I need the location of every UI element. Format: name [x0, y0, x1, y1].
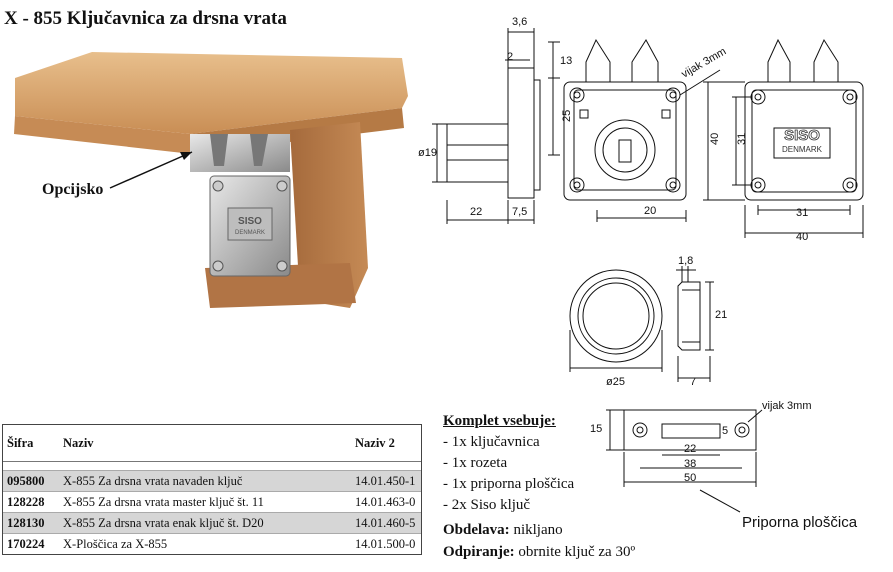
- dim-rosette-dia25: ø25: [606, 376, 625, 388]
- kit-contents: Komplet vsebuje: - 1x ključavnica - 1x r…: [443, 411, 574, 516]
- row-name2: 14.01.463-0: [355, 494, 416, 509]
- page-title: X - 855 Ključavnica za drsna vrata: [4, 8, 287, 29]
- dim-side-3-6: 3,6: [512, 16, 527, 28]
- dim-plate-5: 5: [722, 425, 728, 437]
- opening-label: Odpiranje:: [443, 544, 515, 560]
- header-code: Šifra: [7, 435, 34, 450]
- kit-item: - 2x Siso ključ: [443, 497, 531, 513]
- optional-callout: Opcijsko: [42, 181, 104, 198]
- opening-value: obrnite ključ za 30º: [518, 544, 636, 560]
- dim-front-20: 20: [644, 205, 656, 217]
- dim-back-40v: 40: [709, 133, 721, 145]
- finish-info: Obdelava: nikljano: [443, 522, 563, 539]
- dim-rosette-7: 7: [690, 376, 696, 388]
- row-code: 170224: [7, 536, 45, 551]
- row-code: 095800: [7, 473, 45, 488]
- dim-rosette-1-8: 1,8: [678, 255, 693, 267]
- dim-back-31h: 31: [796, 207, 808, 219]
- dim-side-22: 22: [470, 206, 482, 218]
- photo-brand-line1: SISO: [238, 216, 262, 227]
- header-name: Naziv: [63, 435, 94, 450]
- row-code: 128130: [7, 515, 45, 530]
- dim-back-40h: 40: [796, 231, 808, 243]
- dim-side-13: 13: [560, 55, 572, 67]
- finish-value: nikljano: [513, 522, 563, 538]
- table-row: 128228 X-855 Za drsna vrata master ključ…: [3, 491, 421, 512]
- finish-label: Obdelava:: [443, 522, 510, 538]
- row-name2: 14.01.500-0: [355, 536, 416, 551]
- row-code: 128228: [7, 494, 45, 509]
- row-name: X-855 Za drsna vrata enak ključ št. D20: [63, 515, 264, 530]
- strike-plate-label: Priporna ploščica: [742, 514, 858, 531]
- dim-plate-50: 50: [684, 472, 696, 484]
- header-name2: Naziv 2: [355, 435, 395, 450]
- opening-info: Odpiranje: obrnite ključ za 30º: [443, 544, 635, 561]
- dim-plate-38: 38: [684, 458, 696, 470]
- row-name: X-855 Za drsna vrata master ključ št. 11: [63, 494, 264, 509]
- dim-side-7-5: 7,5: [512, 206, 527, 218]
- product-table: Šifra Naziv Naziv 2 095800 X-855 Za drsn…: [2, 424, 422, 555]
- dim-plate-screw: vijak 3mm: [762, 400, 812, 412]
- back-brand-line1: SISO: [784, 127, 820, 144]
- dim-front-screw: vijak 3mm: [680, 45, 729, 80]
- row-name: X-Ploščica za X-855: [63, 536, 168, 551]
- dim-plate-15: 15: [590, 423, 602, 435]
- row-name2: 14.01.460-5: [355, 515, 416, 530]
- kit-item: - 1x priporna ploščica: [443, 476, 575, 492]
- dim-side-2: 2: [507, 51, 513, 63]
- table-row: 128130 X-855 Za drsna vrata enak ključ š…: [3, 512, 421, 533]
- dim-side-25: 25: [561, 110, 573, 122]
- row-name2: 14.01.450-1: [355, 473, 416, 488]
- dim-side-dia19: ø19: [418, 147, 437, 159]
- table-row: 170224 X-Ploščica za X-855 14.01.500-0: [3, 533, 421, 554]
- kit-item: - 1x ključavnica: [443, 434, 540, 450]
- kit-title: Komplet vsebuje:: [443, 413, 556, 429]
- product-photo: SISO DENMARK: [14, 52, 408, 308]
- table-header: Šifra Naziv Naziv 2: [3, 425, 421, 462]
- photo-brand-line2: DENMARK: [235, 230, 265, 236]
- row-name: X-855 Za drsna vrata navaden ključ: [63, 473, 243, 488]
- dim-rosette-21: 21: [715, 309, 727, 321]
- table-row: 095800 X-855 Za drsna vrata navaden klju…: [3, 470, 421, 491]
- dim-plate-22: 22: [684, 443, 696, 455]
- back-brand-line2: DENMARK: [782, 145, 823, 154]
- dim-back-31v: 31: [736, 133, 748, 145]
- kit-item: - 1x rozeta: [443, 455, 508, 471]
